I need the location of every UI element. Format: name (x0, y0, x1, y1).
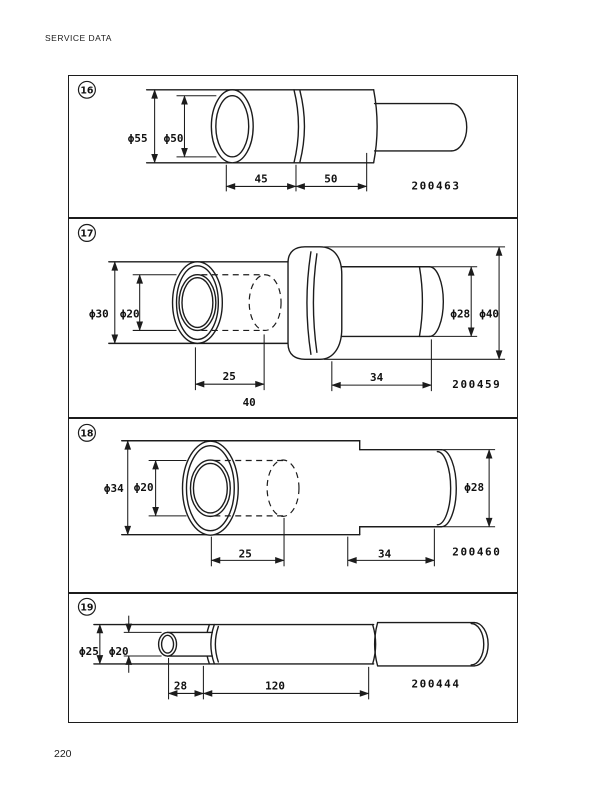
dim-label-flange-dia: ϕ40 (479, 308, 499, 321)
figure-number-badge: 17 (80, 229, 93, 240)
dim-label-length-a: 45 (255, 173, 268, 186)
figure-number-circle (77, 597, 96, 616)
dimension-lines (96, 615, 370, 700)
figure-17-drawing: 17 ϕ30 ϕ20 ϕ28 ϕ40 25 34 40 200459 (77, 223, 506, 409)
figure-16-drawing: 16 ϕ55 ϕ50 45 50 200463 (77, 80, 468, 192)
dim-label-shaft-length: 34 (370, 371, 384, 384)
figure-number-badge: 18 (80, 428, 93, 439)
dim-label-sleeve-length: 28 (174, 680, 187, 693)
figure-number-circle (77, 80, 96, 99)
dim-label-outer-dia: ϕ55 (128, 132, 148, 145)
dim-label-bore-dia: ϕ50 (164, 132, 184, 145)
part-outline (93, 621, 489, 667)
dim-label-bore-depth: 25 (223, 370, 236, 383)
part-outline (145, 89, 468, 164)
dim-label-bore-dia: ϕ20 (134, 481, 154, 494)
dim-label-bore-dia: ϕ20 (120, 308, 140, 321)
dimension-lines (124, 440, 496, 567)
dimension-lines (111, 246, 506, 392)
figure-17-panel: 17 ϕ30 ϕ20 ϕ28 ϕ40 25 34 40 200459 (68, 218, 518, 418)
figure-number-badge: 19 (80, 602, 93, 613)
part-number: 200463 (411, 179, 460, 192)
part-number: 200460 (452, 545, 501, 558)
part-number: 200459 (452, 378, 501, 391)
dim-label-outer-dia: ϕ30 (89, 308, 109, 321)
figure-18-panel: 18 ϕ34 ϕ20 ϕ28 25 34 200460 (68, 418, 518, 593)
dim-label-shaft-dia: ϕ28 (450, 308, 470, 321)
dim-label-shaft-length: 34 (378, 547, 392, 560)
figure-16-panel: 16 ϕ55 ϕ50 45 50 200463 (68, 75, 518, 218)
page-number: 220 (54, 748, 72, 760)
part-number: 200444 (411, 678, 460, 691)
dim-label-total-length: 40 (243, 396, 256, 409)
dim-label-bore-depth: 25 (239, 547, 252, 560)
figure-number-circle (77, 223, 96, 242)
dimension-lines (151, 89, 368, 192)
dim-label-tube-length: 120 (265, 680, 285, 693)
figure-number-circle (77, 423, 96, 442)
figure-19-panel: 19 ϕ25 ϕ20 28 120 200444 (68, 593, 518, 723)
page-header: SERVICE DATA (45, 33, 112, 43)
dim-label-length-b: 50 (324, 173, 337, 186)
part-outline (108, 246, 444, 360)
dim-label-outer-dia: ϕ25 (79, 645, 99, 658)
figure-19-drawing: 19 ϕ25 ϕ20 28 120 200444 (77, 597, 489, 700)
part-outline (121, 440, 457, 536)
figure-18-drawing: 18 ϕ34 ϕ20 ϕ28 25 34 200460 (77, 423, 501, 567)
dim-label-shaft-dia: ϕ28 (464, 481, 484, 494)
figure-number-badge: 16 (80, 85, 94, 96)
dim-label-bore-dia: ϕ20 (109, 645, 129, 658)
dim-label-outer-dia: ϕ34 (104, 482, 124, 495)
